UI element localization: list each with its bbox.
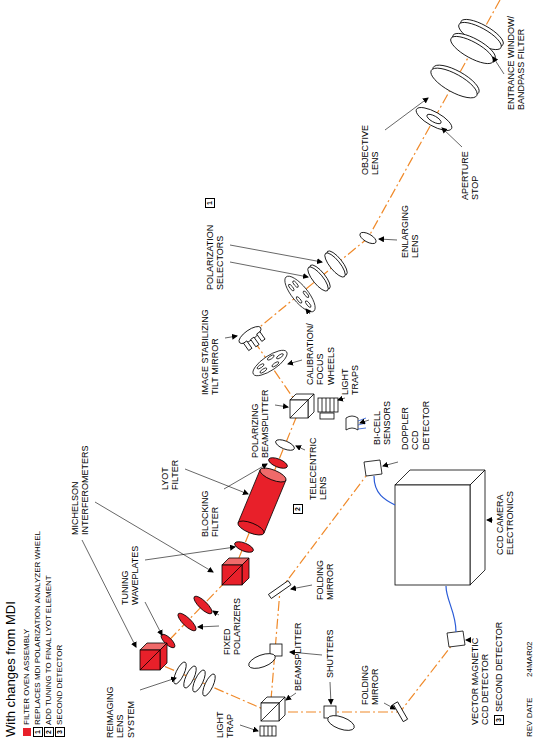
part-label: APERTURE STOP xyxy=(460,142,481,200)
light-beam xyxy=(150,0,500,712)
part-label: SHUTTERS xyxy=(325,629,335,678)
part-label: FOLDING MIRROR xyxy=(315,548,336,600)
polarizing-beamsplitter xyxy=(290,394,366,430)
part-label: LIGHT TRAPS xyxy=(340,351,361,395)
part-label: FOLDING MIRROR xyxy=(360,653,381,705)
part-label: POLARIZING BEAMSPLITTER xyxy=(250,388,271,458)
leader-line xyxy=(82,57,504,731)
part-label: BLOCKING FILTER xyxy=(200,483,221,537)
part-label: IMAGE STABILIZING TILT MIRROR xyxy=(200,299,221,395)
callout-number: 3 xyxy=(55,727,65,737)
part-label: CALIBRATION/ FOCUS WHEELS xyxy=(305,317,336,385)
part-label: BEAMSPLITTER xyxy=(293,622,303,691)
part-label: SECOND DETECTOR xyxy=(494,622,504,712)
callout-number: 1 xyxy=(205,198,215,208)
revision-note: REV DATE xyxy=(525,698,534,737)
tilt-mirror xyxy=(236,323,268,353)
part-label: VECTOR MAGNETIC CCD DETECTOR xyxy=(470,633,491,725)
callout-number: 2 xyxy=(44,727,54,737)
legend-text: FILTER OVEN ASSEMBLY xyxy=(22,629,31,725)
ccd-camera xyxy=(364,460,485,647)
part-label: TUNING WAVEPLATES xyxy=(120,541,141,605)
callout-number: 2 xyxy=(293,504,303,514)
part-label: TELECENTRIC LENS xyxy=(308,436,329,500)
part-label: LIGHT TRAP xyxy=(215,704,236,738)
callout-number: 3 xyxy=(494,715,504,725)
telecentric-lens xyxy=(274,438,296,453)
legend-text: ADD TUNING TO FINAL LYOT ELEMENT xyxy=(44,575,53,725)
part-label: DOPPLER CCD DETECTOR xyxy=(400,394,431,450)
part-label: BI-CELL SENSORS xyxy=(372,397,393,445)
detector-cable xyxy=(374,476,456,632)
legend-text: REPLACES MDI POLARIZATION ANALYZER WHEEL xyxy=(33,531,42,725)
entrance-optics xyxy=(413,14,507,134)
part-label: FIXED POLARIZERS xyxy=(222,595,243,655)
part-label: MICHELSON INTERFEROMETERS xyxy=(70,443,91,535)
legend-heading: With changes from MDI xyxy=(4,601,19,737)
part-label: REIMAGING LENS SYSTEM xyxy=(105,680,136,738)
revision-note: 24MAR02 xyxy=(525,641,534,677)
part-label: ENTRANCE WINDOW/ BANDPASS FILTER xyxy=(506,10,527,110)
legend-swatch xyxy=(23,728,31,736)
camera-optics xyxy=(171,581,407,736)
callout-number: 1 xyxy=(33,727,43,737)
part-label: CCD CAMERA ELECTRONICS xyxy=(495,479,516,555)
part-label: OBJECTIVE LENS xyxy=(360,119,381,175)
part-label: POLARIZATION SELECTORS xyxy=(205,210,226,290)
part-label: ENLARGING LENS xyxy=(400,202,421,258)
legend-text: SECOND DETECTOR xyxy=(55,645,64,725)
part-label: LYOT FILTER xyxy=(160,454,181,490)
